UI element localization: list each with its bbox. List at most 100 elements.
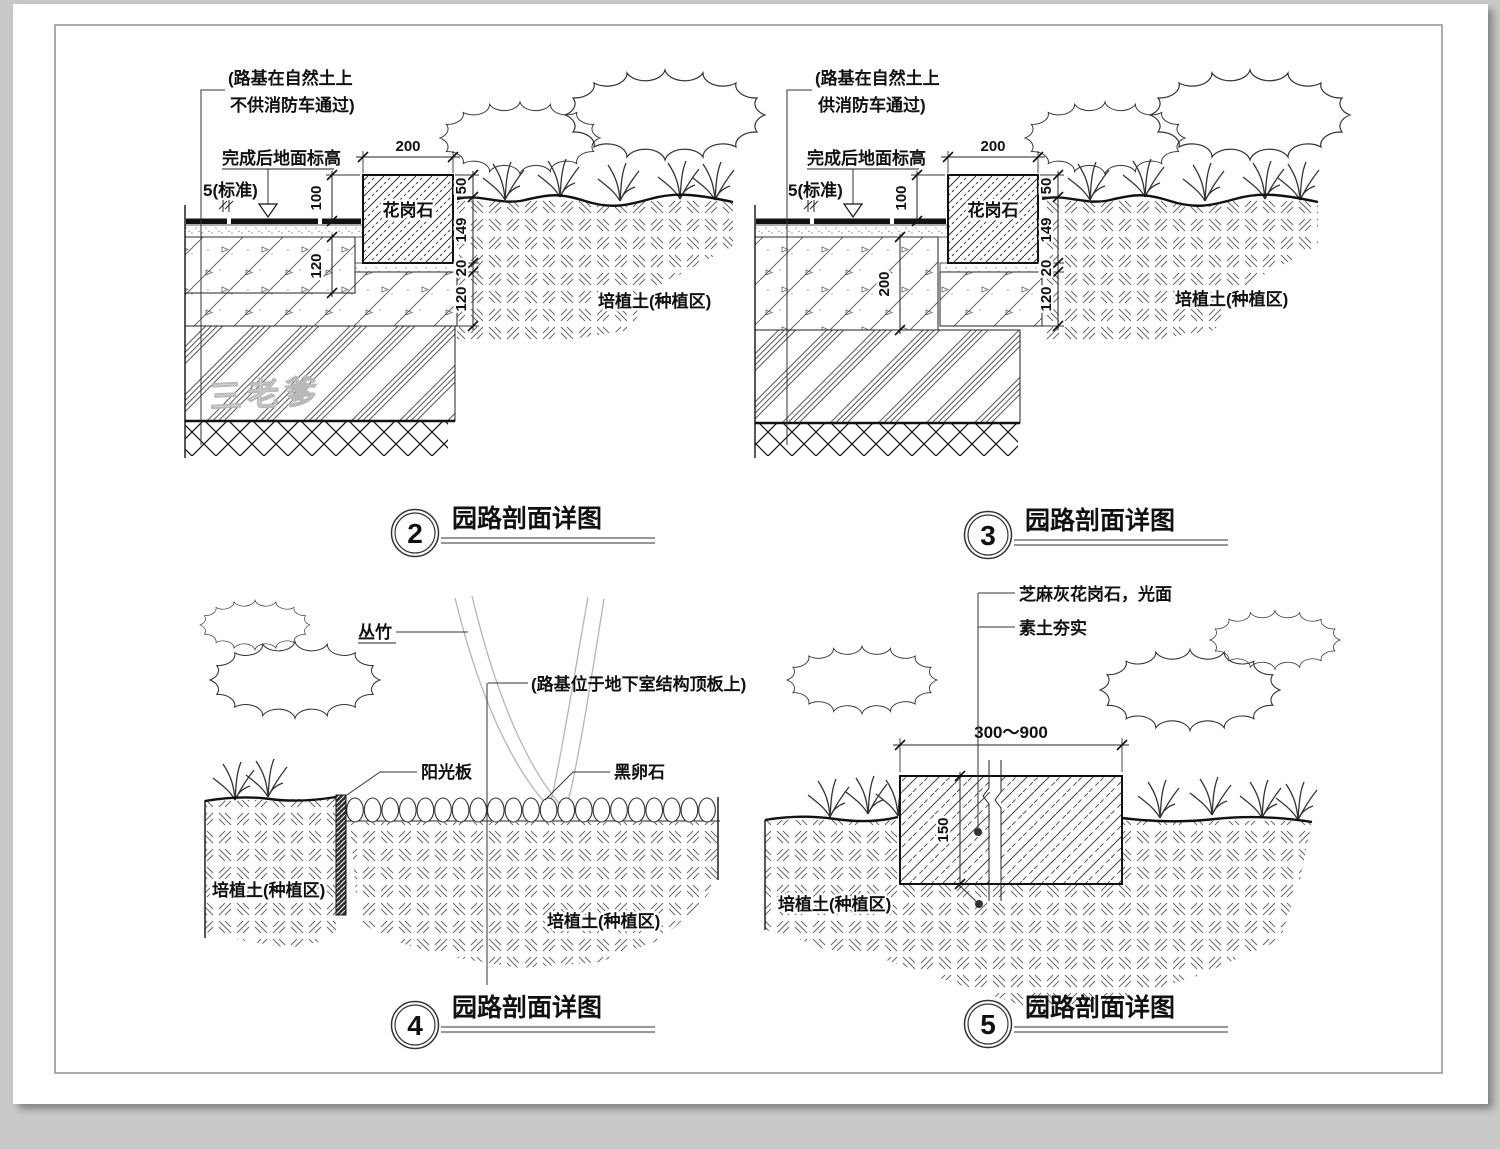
planting-soil-area: [205, 798, 336, 948]
concrete-layer: [184, 236, 356, 294]
slab-note: (路基位于地下室结构顶板上): [488, 674, 746, 694]
stepping-stone: [899, 760, 1123, 901]
paving-strips: [756, 218, 946, 224]
paving-strips: [186, 218, 361, 224]
svg-text:100: 100: [308, 185, 325, 210]
title-detail-3: 3 园路剖面详图: [963, 506, 1228, 560]
finish-grade-callout: 完成后地面标高: [222, 148, 341, 219]
stone-callout: 芝麻灰花岗石，光面: [974, 584, 1172, 836]
svg-text:149: 149: [453, 217, 470, 242]
svg-text:阳光板: 阳光板: [421, 762, 473, 782]
detail-number: 3: [980, 520, 996, 551]
detail-number: 2: [407, 518, 423, 549]
concrete-layer: [754, 236, 939, 331]
detail-title: 园路剖面详图: [452, 504, 602, 533]
dim-200: 200: [356, 138, 460, 173]
svg-text:300～900: 300～900: [974, 723, 1048, 742]
granite-curb: 花岗石: [947, 174, 1039, 264]
svg-text:50: 50: [453, 178, 470, 195]
joint-callout: 5(标准): [203, 180, 258, 212]
ground-line-right: [1121, 815, 1313, 824]
dim-chain-right: 50 149 20 120: [1036, 169, 1064, 332]
granite-curb: 花岗石: [362, 174, 454, 264]
title-detail-2: 2 园路剖面详图: [390, 504, 655, 558]
pebble-callout: 黑卵石: [544, 762, 665, 801]
planting-soil-area: [1042, 194, 1318, 344]
note-roadbase: (路基在自然土上 不供消防车通过): [200, 68, 355, 445]
detail-2-section: 三老爹 花岗石 200: [184, 68, 766, 458]
dim-200: 200: [941, 138, 1045, 173]
dim-100: 100: [893, 169, 945, 227]
svg-text:芝麻灰花岗石，光面: 芝麻灰花岗石，光面: [1019, 584, 1172, 604]
dim-layer-200: 200: [874, 231, 906, 336]
svg-text:149: 149: [1038, 217, 1055, 242]
svg-text:5(标准): 5(标准): [203, 180, 258, 200]
svg-text:50: 50: [1038, 178, 1055, 195]
soil-label: 培植土(种植区): [778, 894, 891, 914]
svg-text:120: 120: [1038, 286, 1055, 311]
dim-depth: 150: [933, 770, 966, 890]
subbase-layer: [939, 271, 1043, 327]
svg-text:5(标准): 5(标准): [788, 180, 843, 200]
roadbase-layer: [184, 325, 456, 422]
ground-line: [456, 193, 734, 207]
granite-label: 花岗石: [968, 200, 1019, 220]
bamboo-callout: 丛竹: [358, 622, 468, 644]
dim-width: 300～900: [893, 723, 1129, 772]
svg-text:150: 150: [935, 817, 952, 842]
detail-number: 5: [980, 1009, 996, 1040]
svg-text:100: 100: [893, 185, 910, 210]
svg-text:(路基位于地下室结构顶板上): (路基位于地下室结构顶板上): [531, 674, 746, 694]
dim-chain-right: 50 149 20 120: [451, 169, 479, 332]
detail-number: 4: [407, 1010, 423, 1041]
note-roadbase: (路基在自然土上 供消防车通过): [786, 68, 940, 445]
bedding-layer: [754, 224, 949, 238]
svg-text:(路基在自然土上: (路基在自然土上: [228, 68, 353, 88]
svg-text:不供消防车通过): 不供消防车通过): [230, 95, 355, 115]
detail-title: 园路剖面详图: [1025, 506, 1175, 535]
bamboo-stems: [454, 595, 605, 814]
svg-text:200: 200: [395, 138, 420, 155]
ground-line: [204, 795, 337, 803]
svg-text:完成后地面标高: 完成后地面标高: [222, 148, 341, 168]
dim-layer-120: 120: [306, 231, 338, 299]
detail-3-section: 花岗石 200 100 200: [754, 68, 1351, 458]
svg-text:素土夯实: 素土夯实: [1019, 618, 1087, 638]
detail-4-section: 丛竹 (路基位于地下室结构顶板上) 阳光板 黑卵石 培植土(种植区) 培植土(种…: [199, 595, 746, 985]
svg-text:20: 20: [453, 260, 470, 277]
watermark-text: 三老爹: [208, 373, 324, 415]
natural-soil-band: [755, 423, 1018, 456]
board-callout: 阳光板: [343, 762, 473, 798]
granite-label: 花岗石: [383, 200, 434, 220]
svg-text:20: 20: [1038, 260, 1055, 277]
finish-grade-callout: 完成后地面标高: [807, 148, 926, 219]
svg-text:200: 200: [980, 138, 1005, 155]
break-gap: [990, 777, 1001, 883]
curb-bedding: [939, 262, 1043, 273]
soil-label: 培植土(种植区): [1175, 289, 1288, 309]
ground-line: [1041, 193, 1319, 207]
natural-soil-band: [185, 421, 448, 456]
svg-text:供消防车通过): 供消防车通过): [817, 95, 926, 115]
svg-text:完成后地面标高: 完成后地面标高: [807, 148, 926, 168]
dim-100: 100: [308, 169, 360, 227]
drawing-frame: [54, 24, 1443, 1074]
title-detail-4: 4 园路剖面详图: [390, 993, 655, 1050]
bedding-layer: [184, 224, 364, 238]
pebble-row: [346, 797, 720, 823]
soil-label-right: 培植土(种植区): [547, 911, 660, 931]
detail-title: 园路剖面详图: [452, 993, 602, 1022]
title-detail-5: 5 园路剖面详图: [963, 993, 1228, 1049]
planting-soil-area: [350, 822, 718, 968]
planting-soil-area: [457, 194, 733, 344]
soil-label-left: 培植土(种植区): [212, 880, 325, 900]
detail-5-section: 300～900 150 芝麻灰花岗石，光面 素土夯实 培植土(种植区): [764, 584, 1341, 1008]
svg-text:(路基在自然土上: (路基在自然土上: [815, 68, 940, 88]
svg-text:120: 120: [453, 286, 470, 311]
joint-callout: 5(标准): [788, 180, 843, 212]
level-symbol: [842, 203, 864, 219]
svg-text:120: 120: [308, 253, 325, 278]
roadbase-layer: [754, 329, 1021, 424]
svg-text:黑卵石: 黑卵石: [614, 762, 665, 782]
svg-text:200: 200: [876, 271, 893, 296]
